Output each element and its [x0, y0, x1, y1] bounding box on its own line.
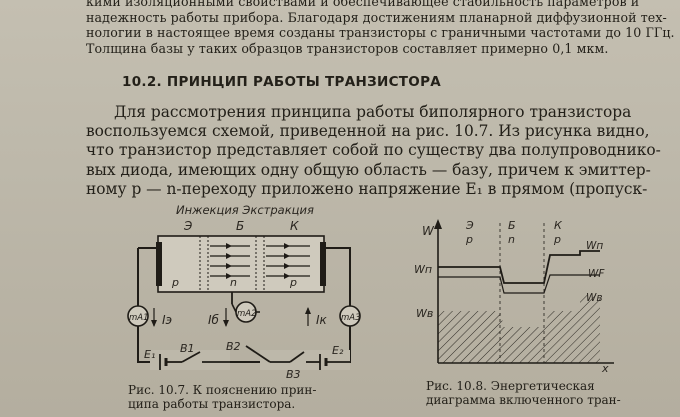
- region-letter: К: [554, 219, 563, 232]
- y-axis-label: W: [422, 224, 435, 238]
- text-line: вых диода, имеющих одну общую область — …: [86, 160, 651, 179]
- figure-header: Инжекция Экстракция: [176, 203, 314, 217]
- collector-contact: [320, 242, 326, 286]
- text-line: воспользуемся схемой, приведенной на рис…: [86, 122, 650, 141]
- fermi-level: [438, 274, 600, 294]
- region-letter-collector: К: [290, 219, 299, 233]
- meter-label: mA1: [129, 313, 149, 323]
- preceding-paragraph: кими изоляционными свойствами и обеспечи…: [86, 0, 675, 56]
- level-label: WF: [588, 268, 605, 280]
- current-label: Iэ: [162, 313, 172, 327]
- text-line: нологии в настоящее время созданы транзи…: [86, 25, 675, 40]
- figure-10-8-caption: Рис. 10.8. Энергетическая диаграмма вклю…: [426, 379, 621, 407]
- meter-label: mA3: [341, 313, 361, 323]
- caption-line: диаграмма включенного тран-: [426, 393, 621, 407]
- region-type-p: p: [171, 276, 179, 289]
- current-label: Iк: [316, 313, 328, 327]
- body-paragraph: Для рассмотрения принципа работы биполяр…: [86, 103, 676, 199]
- switch-label: B1: [180, 342, 195, 355]
- text-line: надежность работы прибора. Благодаря дос…: [86, 9, 667, 25]
- region-type: p: [553, 233, 561, 246]
- level-label: Wв: [586, 292, 603, 304]
- region-type-n: n: [230, 276, 237, 289]
- source-label: E₁: [144, 348, 155, 361]
- level-label: Wп: [586, 240, 603, 252]
- text-line: кими изоляционными свойствами и обеспечи…: [86, 0, 640, 9]
- conduction-band: [438, 250, 600, 284]
- text-line: Для рассмотрения принципа работы биполяр…: [114, 103, 632, 121]
- x-axis-label: x: [601, 362, 609, 375]
- level-label: Wв: [416, 307, 433, 320]
- section-heading: 10.2. ПРИНЦИП РАБОТЫ ТРАНЗИСТОРА: [122, 74, 442, 90]
- meter-label: mA2: [237, 309, 257, 319]
- figure-10-8-energy-diagram: W x Э Б К p n p Wп Wв Wп WF Wв: [414, 219, 614, 375]
- arrowheads: [226, 243, 290, 279]
- source-label: E₂: [332, 344, 344, 357]
- valence-band: [438, 295, 600, 363]
- region-letter-base: Б: [236, 219, 244, 233]
- switch-label: B2: [226, 340, 241, 353]
- current-label: Iб: [208, 313, 220, 327]
- region-letter: Б: [508, 219, 516, 232]
- region-type: p: [465, 233, 473, 246]
- caption-line: Рис. 10.7. К пояснению прин-: [128, 383, 317, 397]
- figure-10-7-caption: Рис. 10.7. К пояснению прин- ципа работы…: [128, 383, 316, 411]
- switch-label: B3: [286, 368, 301, 380]
- region-letter-emitter: Э: [183, 219, 193, 233]
- region-letter: Э: [465, 219, 474, 232]
- meter-mA1: [127, 305, 149, 327]
- emitter-contact: [156, 242, 162, 286]
- meter-mA3: [339, 305, 361, 327]
- caption-line: Рис. 10.8. Энергетическая: [426, 379, 595, 393]
- level-label: Wп: [414, 263, 432, 276]
- figure-10-7-circuit: Инжекция Экстракция Э Б К p n p: [127, 203, 361, 380]
- text-line: ному p — n-переходу приложено напряжение…: [86, 179, 648, 198]
- text-line: что транзистор представляет собой по сущ…: [86, 141, 661, 160]
- region-type: n: [508, 233, 515, 246]
- text-line: Толщина базы у таких образцов транзистор…: [86, 40, 609, 56]
- caption-line: ципа работы транзистора.: [128, 397, 296, 411]
- region-type-p2: p: [289, 276, 297, 289]
- transistor-body: [157, 235, 325, 293]
